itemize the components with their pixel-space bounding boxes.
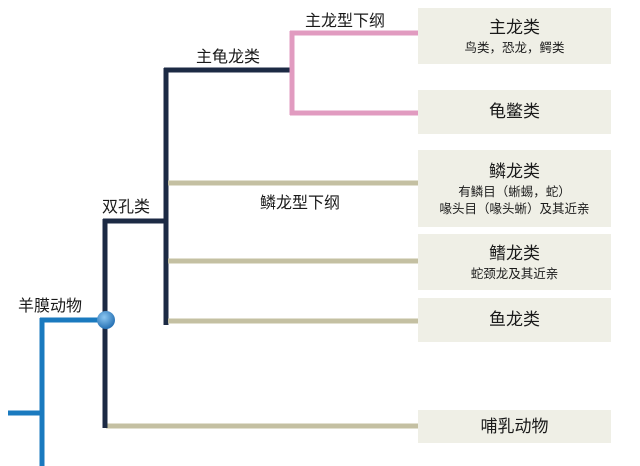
taxon-box-lepidosaurs: 鳞龙类 有鳞目（蜥蜴，蛇） 喙头目（喙头蜥）及其近亲	[418, 150, 611, 227]
taxon-subtitle: 蛇颈龙及其近亲	[470, 265, 559, 281]
label-lepidosauromorpha: 鳞龙型下纲	[260, 193, 341, 212]
label-amniota: 羊膜动物	[18, 296, 83, 315]
taxon-box-ichthyosaurs: 鱼龙类	[418, 298, 611, 342]
label-diapsida: 双孔类	[102, 197, 151, 216]
label-archosauromorpha: 主龙型下纲	[305, 11, 386, 30]
taxon-box-mammals: 哺乳动物	[418, 410, 611, 443]
taxon-title: 龟鳖类	[489, 102, 540, 122]
taxon-box-archosaurs: 主龙类 鸟类，恐龙，鳄类	[418, 8, 611, 64]
taxon-box-sauropterygians: 鳍龙类 蛇颈龙及其近亲	[418, 234, 611, 290]
taxon-title: 鳍龙类	[489, 243, 540, 264]
amniote-node-dot	[97, 311, 115, 329]
taxon-box-turtles: 龟鳖类	[418, 90, 611, 134]
taxon-title: 鳞龙类	[489, 161, 540, 182]
taxon-subtitle-1: 有鳞目（蜥蜴，蛇）	[458, 183, 571, 199]
taxon-subtitle: 鸟类，恐龙，鳄类	[464, 39, 565, 55]
taxon-title: 主龙类	[489, 17, 540, 38]
taxon-title: 哺乳动物	[480, 416, 549, 437]
taxon-title: 鱼龙类	[489, 310, 540, 330]
taxon-subtitle-2: 喙头目（喙头蜥）及其近亲	[439, 200, 590, 216]
label-archelosauria: 主龟龙类	[196, 47, 261, 66]
